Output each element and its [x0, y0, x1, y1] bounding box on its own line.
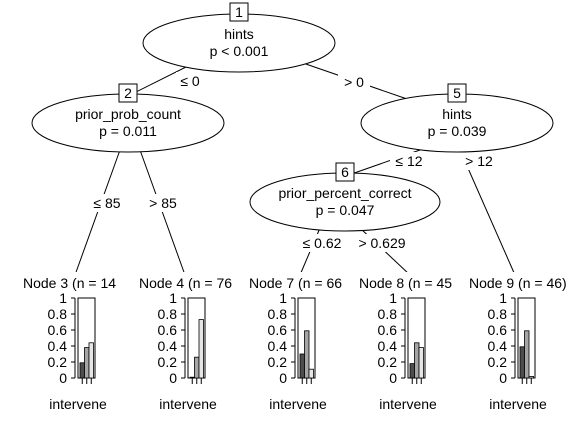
bar-3 — [88, 342, 94, 379]
node-id: 6 — [341, 164, 349, 180]
bar-panel: 10.80.60.40.20 — [48, 290, 96, 386]
inner-node-1: 1 hints p < 0.001 — [142, 2, 336, 73]
y-tick-label: 0 — [279, 370, 287, 386]
y-tick-label: 0.6 — [378, 322, 398, 338]
bar-3 — [308, 368, 314, 379]
edge-2-4 — [139, 149, 186, 276]
node-id-box — [447, 83, 467, 103]
y-tick-label: 0.4 — [488, 338, 508, 354]
bar-panel: 10.80.60.40.20 — [158, 290, 206, 386]
node-variable: hints — [442, 106, 472, 122]
node-id-box — [229, 2, 249, 22]
inner-node-2: 2 prior_prob_count p = 0.011 — [31, 83, 225, 153]
bar-3 — [198, 319, 204, 379]
node-id: 2 — [124, 85, 132, 101]
y-tick-label: 1 — [499, 290, 507, 306]
y-tick-label: 1 — [59, 290, 67, 306]
bar-panel: 10.80.60.40.20 — [268, 290, 316, 386]
terminal-node-8: Node 8 (n = 45 10.80.60.40.20 intervene — [356, 272, 460, 412]
edge-2-3 — [74, 149, 121, 276]
y-tick-label: 0.2 — [488, 354, 508, 370]
terminal-node-4: Node 4 (n = 76 10.80.60.40.20 intervene — [136, 272, 242, 412]
y-tick-label: 0.2 — [158, 354, 178, 370]
inner-node-6: 6 prior_percent_correct p = 0.047 — [249, 162, 441, 232]
bar-1 — [299, 353, 305, 379]
panel-xlabel: intervene — [489, 396, 547, 412]
bar-2 — [304, 330, 310, 379]
edge-label-2-left: ≤ 85 — [93, 195, 120, 211]
y-tick-label: 0.4 — [268, 338, 288, 354]
terminal-node-7: Node 7 (n = 66 10.80.60.40.20 intervene — [246, 272, 351, 412]
y-tick-label: 1 — [389, 290, 397, 306]
edge-labels: ≤ 0 > 0 ≤ 85 > 85 ≤ 12 > 12 ≤ 0.62 > 0.6… — [88, 72, 498, 252]
terminal-node-3: Node 3 (n = 14 10.80.60.40.20 intervene — [20, 272, 131, 412]
y-tick-label: 1 — [169, 290, 177, 306]
edge-5-9 — [459, 149, 516, 276]
terminal-title: Node 3 (n = 14 — [23, 275, 116, 291]
terminal-title: Node 7 (n = 66 — [249, 275, 342, 291]
bar-1 — [79, 362, 85, 379]
y-tick-label: 0.2 — [378, 354, 398, 370]
inner-node-5: 5 hints p = 0.039 — [360, 83, 554, 153]
node-id: 1 — [235, 4, 243, 20]
y-tick-label: 0 — [169, 370, 177, 386]
bar-2 — [194, 356, 200, 379]
edge-label-6-left: ≤ 0.62 — [303, 235, 342, 251]
panel-xlabel: intervene — [269, 396, 327, 412]
y-tick-label: 0.2 — [268, 354, 288, 370]
node-id: 5 — [453, 85, 461, 101]
y-tick-label: 0.8 — [268, 306, 288, 322]
bar-3 — [418, 347, 424, 379]
edge-label-1-right: > 0 — [344, 74, 364, 90]
bar-2 — [524, 330, 530, 379]
panel-xlabel: intervene — [379, 396, 437, 412]
y-tick-label: 0.8 — [158, 306, 178, 322]
terminal-title: Node 8 (n = 45 — [359, 275, 452, 291]
node-pvalue: p = 0.047 — [316, 202, 375, 218]
node-pvalue: p = 0.039 — [428, 123, 487, 139]
bar-2 — [414, 342, 420, 379]
y-tick-label: 0.8 — [48, 306, 68, 322]
node-pvalue: p = 0.011 — [99, 123, 157, 139]
edge-label-1-left: ≤ 0 — [180, 73, 200, 89]
y-tick-label: 0.2 — [48, 354, 68, 370]
y-tick-label: 0.6 — [158, 322, 178, 338]
y-tick-label: 0.8 — [488, 306, 508, 322]
bar-panel: 10.80.60.40.20 — [378, 290, 426, 386]
panel-xlabel: intervene — [49, 396, 107, 412]
edge-label-5-left: ≤ 12 — [395, 153, 422, 169]
y-tick-label: 0.6 — [488, 322, 508, 338]
bar-panel: 10.80.60.40.20 — [488, 290, 536, 386]
edge-label-2-right: > 85 — [149, 195, 177, 211]
terminal-node-9: Node 9 (n = 46) 10.80.60.40.20 intervene — [466, 272, 582, 412]
panel-xlabel: intervene — [159, 396, 217, 412]
y-tick-label: 0 — [499, 370, 507, 386]
node-variable: hints — [224, 26, 254, 42]
y-tick-label: 0 — [389, 370, 397, 386]
node-id-box — [335, 162, 355, 182]
y-tick-label: 0.8 — [378, 306, 398, 322]
bar-2 — [84, 347, 90, 379]
y-tick-label: 0.6 — [48, 322, 68, 338]
terminal-title: Node 9 (n = 46) — [469, 275, 567, 291]
y-tick-label: 0 — [59, 370, 67, 386]
node-variable: prior_prob_count — [75, 106, 181, 122]
y-tick-label: 0.4 — [48, 338, 68, 354]
bar-1 — [519, 346, 525, 379]
y-tick-label: 0.6 — [268, 322, 288, 338]
bar-1 — [189, 376, 195, 379]
edge-label-5-right: > 12 — [465, 153, 493, 169]
bar-3 — [528, 375, 534, 379]
node-pvalue: p < 0.001 — [210, 43, 269, 59]
node-variable: prior_percent_correct — [278, 185, 411, 201]
edge-label-6-right: > 0.629 — [358, 235, 405, 251]
node-id-box — [118, 83, 138, 103]
y-tick-label: 0.4 — [378, 338, 398, 354]
y-tick-label: 1 — [279, 290, 287, 306]
y-tick-label: 0.4 — [158, 338, 178, 354]
bar-1 — [409, 363, 415, 379]
terminal-title: Node 4 (n = 76 — [139, 275, 232, 291]
